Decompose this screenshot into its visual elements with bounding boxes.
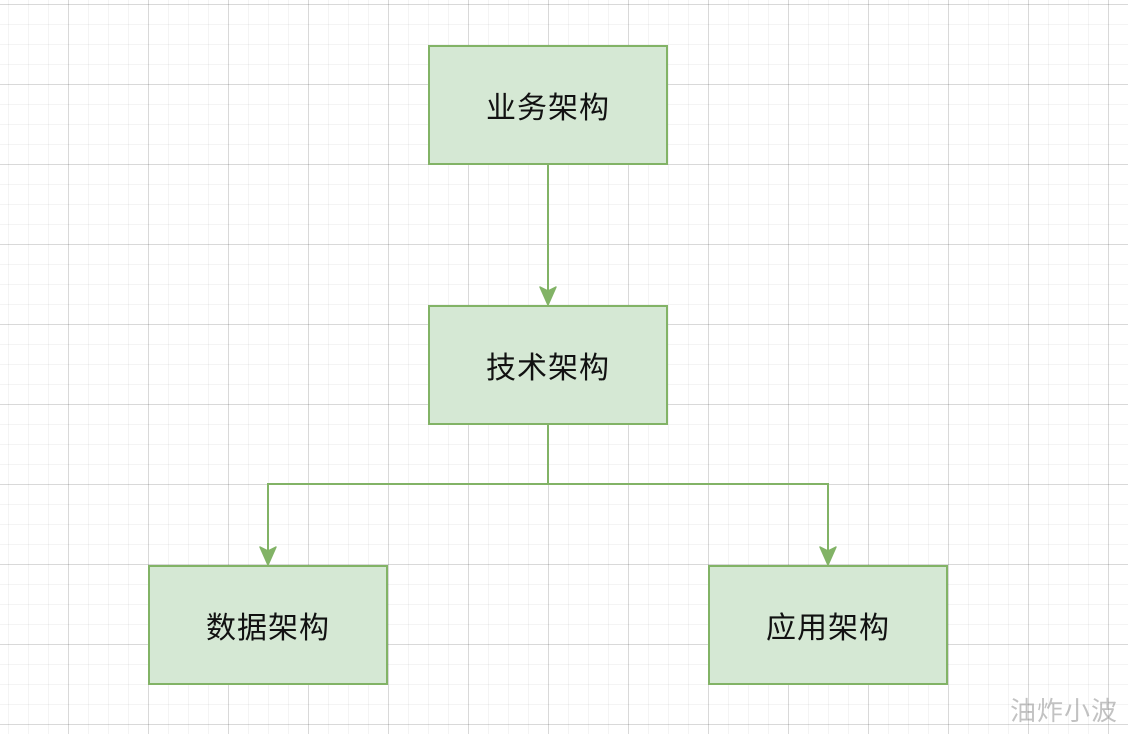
edge-technical-to-data (267, 425, 549, 557)
node-label-business: 业务架构 (486, 91, 610, 126)
watermark: 油炸小波 (1009, 697, 1118, 727)
arrowhead-data (259, 546, 277, 566)
node-label-application: 应用架构 (766, 611, 890, 646)
node-technical-architecture: 技术架构 (428, 305, 668, 425)
arrowheads (259, 286, 837, 566)
node-application-architecture: 应用架构 (708, 565, 948, 685)
node-label-data: 数据架构 (206, 611, 330, 646)
node-label-technical: 技术架构 (486, 351, 610, 386)
arrowhead-application (819, 546, 837, 566)
edge-technical-to-application (548, 483, 829, 557)
edges (267, 165, 829, 557)
arrowhead-technical (539, 286, 557, 306)
node-business-architecture: 业务架构 (428, 45, 668, 165)
node-data-architecture: 数据架构 (148, 565, 388, 685)
